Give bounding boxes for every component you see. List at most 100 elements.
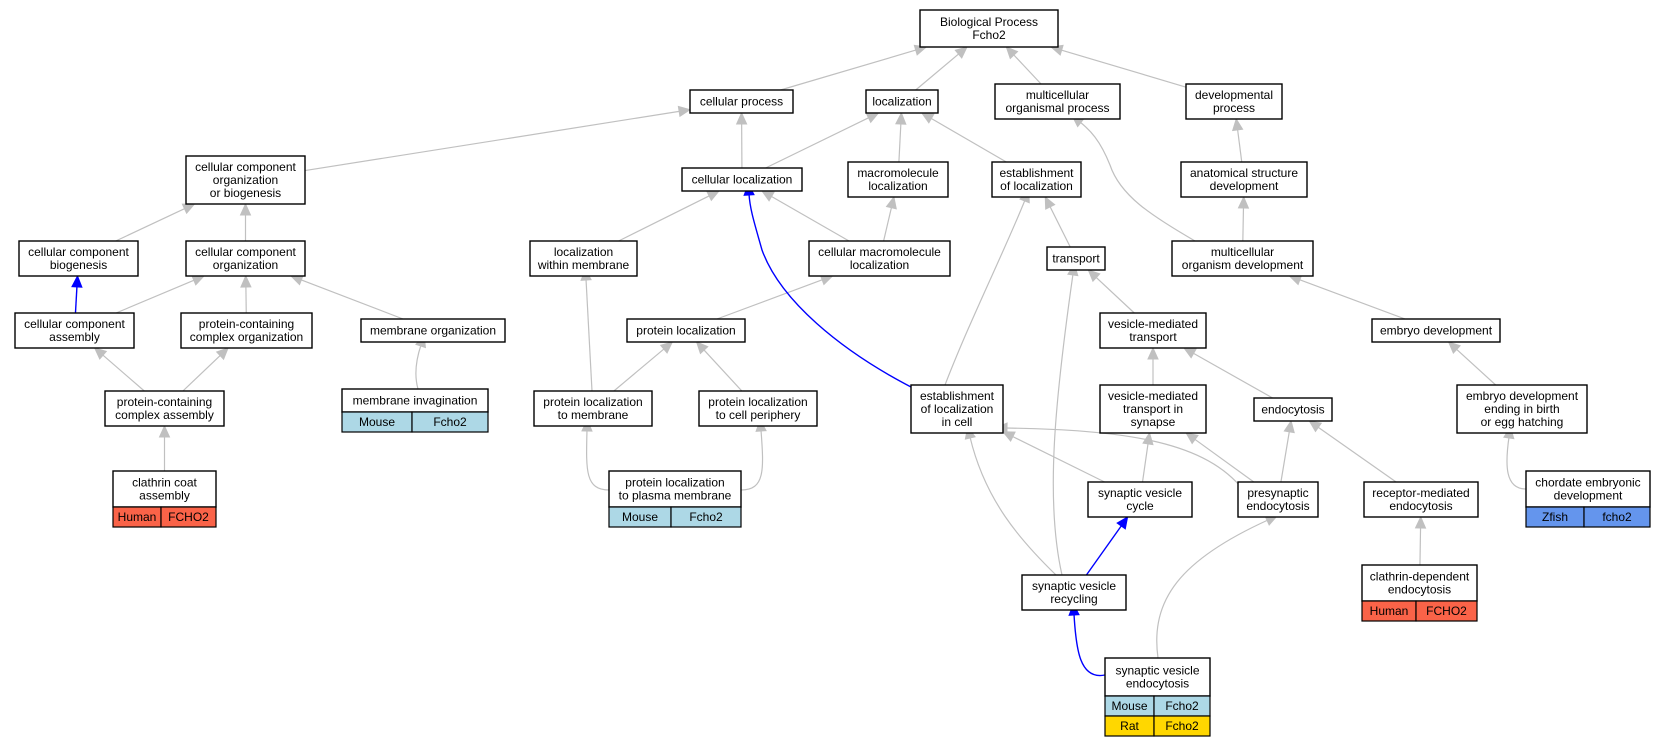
species-label: Zfish <box>1542 510 1568 524</box>
node-label-line: localization <box>554 245 613 259</box>
node-embryo-development[interactable]: embryo development <box>1371 318 1501 343</box>
node-protein-localization[interactable]: protein localization <box>626 318 746 343</box>
node-box <box>104 390 225 427</box>
edge-arrowhead <box>1001 431 1016 443</box>
edge-arrowhead <box>239 202 252 216</box>
node-label-line: presynaptic <box>1247 486 1308 500</box>
edge-arrowhead <box>760 190 775 202</box>
edge-line <box>1061 49 1187 88</box>
species-label: Mouse <box>1111 699 1147 713</box>
node-localization[interactable]: localization <box>865 89 939 114</box>
node-box <box>14 312 135 349</box>
edge-arrowhead <box>1044 195 1056 210</box>
node-label-line: cellular process <box>700 95 783 109</box>
node-box <box>1371 318 1501 343</box>
node-label-line: protein localization <box>708 395 807 409</box>
node-endocytosis[interactable]: endocytosis <box>1253 397 1333 422</box>
gene-label: FCHO2 <box>168 510 209 524</box>
node-label-line: protein-containing <box>117 395 212 409</box>
edge-arrowhead <box>93 347 108 360</box>
edge-cellular_macromolecule_localization-to-cellular_localization <box>760 190 850 242</box>
edge-arrowhead <box>240 274 252 288</box>
edge-arrowhead <box>735 111 748 125</box>
node-box <box>1253 397 1333 422</box>
node-label-line: of localization <box>921 402 994 416</box>
node-membrane-organization[interactable]: membrane organization <box>360 318 506 343</box>
edge-arrowhead <box>954 46 968 59</box>
node-box <box>1361 564 1478 602</box>
edge-arrowhead <box>1447 341 1461 355</box>
edge-line <box>102 354 145 392</box>
edge-arrowhead <box>158 424 171 438</box>
edge-line <box>304 110 680 172</box>
edge-line <box>585 278 593 392</box>
node-box <box>808 240 951 277</box>
node-transport[interactable]: transport <box>1046 246 1106 271</box>
node-label-line: endocytosis <box>1126 677 1189 691</box>
node-label-line: assembly <box>49 330 100 344</box>
edge-arrowhead <box>1142 431 1154 446</box>
edge-line <box>115 279 195 314</box>
edge-line <box>1242 207 1245 242</box>
node-label-line: within membrane <box>537 258 630 272</box>
node-cellular-process[interactable]: cellular process <box>689 89 794 114</box>
node-label-line: establishment <box>999 166 1074 180</box>
edge-line <box>618 195 710 242</box>
node-box <box>681 167 803 192</box>
gene-label: Fcho2 <box>433 415 467 429</box>
node-label-line: protein-containing <box>199 317 294 331</box>
node-cellular-localization[interactable]: cellular localization <box>681 167 803 192</box>
node-label-line: protein localization <box>543 395 642 409</box>
edge-line <box>1419 527 1422 566</box>
node-label-line: vesicle-mediated <box>1108 317 1198 331</box>
node-label-line: establishment <box>920 389 995 403</box>
node-label-line: ending in birth <box>1484 402 1559 416</box>
gene-cell <box>411 411 489 433</box>
edge-line <box>780 49 916 91</box>
node-label-line: assembly <box>139 489 190 503</box>
edge-line <box>1506 436 1527 490</box>
edge-line <box>740 429 764 491</box>
node-label-line: cellular component <box>195 160 296 174</box>
gene-label: Fcho2 <box>1165 699 1199 713</box>
edge-line <box>915 53 959 91</box>
node-label-line: clathrin coat <box>132 476 197 490</box>
node-label-line: synaptic vesicle <box>1098 486 1182 500</box>
edge-line <box>1005 427 1241 487</box>
edge-line <box>716 279 823 320</box>
edge-line <box>1079 121 1196 242</box>
node-label-line: organismal process <box>1005 101 1109 115</box>
node-label-line: endocytosis <box>1261 403 1324 417</box>
